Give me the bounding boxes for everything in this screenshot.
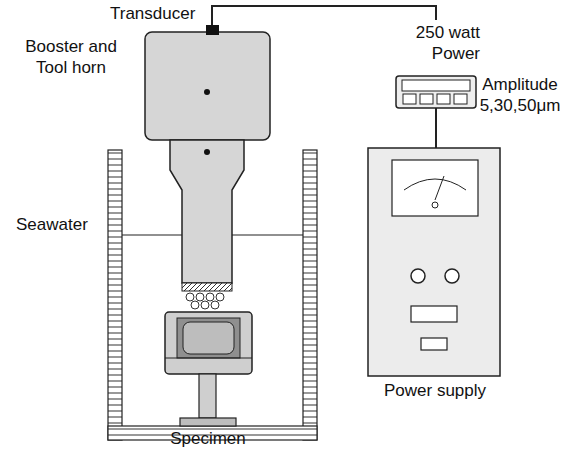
transducer bbox=[145, 25, 270, 140]
part-label: Amplitude 5,30,50μm bbox=[478, 74, 562, 116]
part-label: Transducer bbox=[110, 3, 206, 24]
amplitude-controller bbox=[396, 76, 476, 108]
part-label: Specimen bbox=[160, 428, 256, 449]
specimen-holder bbox=[165, 312, 252, 426]
part-label: Booster and Tool horn bbox=[16, 36, 126, 78]
booster-horn bbox=[170, 140, 244, 309]
part-label: Seawater bbox=[16, 214, 104, 235]
part-label: Power supply bbox=[380, 380, 490, 401]
power-supply bbox=[368, 148, 500, 376]
part-label: 250 watt Power bbox=[394, 22, 480, 64]
